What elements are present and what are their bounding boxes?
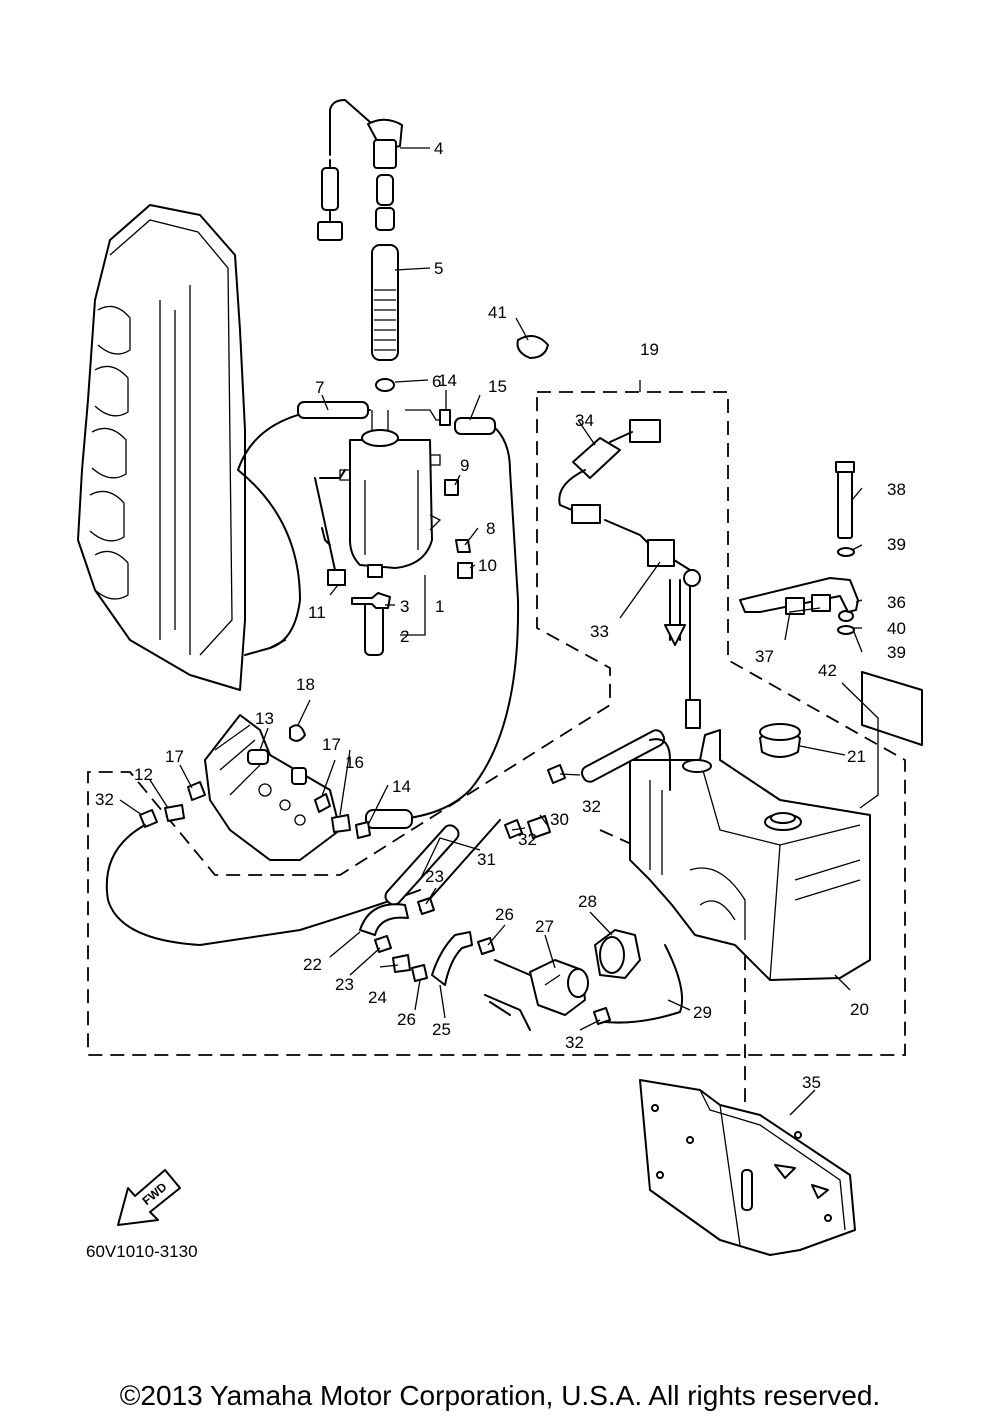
vapor-separator	[339, 410, 442, 578]
callout-29: 29	[693, 1003, 712, 1022]
copyright-notice: ©2013 Yamaha Motor Corporation, U.S.A. A…	[119, 1380, 881, 1411]
callout-35: 35	[802, 1073, 821, 1092]
bolt-9	[444, 479, 459, 496]
callout-24: 24	[368, 988, 387, 1007]
callout-19: 19	[640, 340, 659, 359]
callout-36: 36	[887, 593, 906, 612]
clamp-32-bottom	[593, 1007, 611, 1025]
assembly-boundary-19	[87, 391, 906, 1056]
callout-23-top: 23	[425, 867, 444, 886]
callout-39-top: 39	[887, 535, 906, 554]
callout-2: 2	[400, 627, 409, 646]
callout-16: 16	[345, 753, 364, 772]
bolt-3	[351, 592, 391, 609]
callout-25: 25	[432, 1020, 451, 1039]
callout-26-lower: 26	[397, 1010, 416, 1029]
callout-37: 37	[755, 647, 774, 666]
callout-39-lower: 39	[887, 643, 906, 662]
tank-bracket-35	[639, 1079, 856, 1256]
callout-7: 7	[315, 378, 324, 397]
clamp-41	[516, 335, 549, 359]
hose-31	[419, 819, 501, 911]
callout-3: 3	[400, 597, 409, 616]
tank-bracket	[739, 461, 859, 635]
hose-22	[359, 903, 409, 936]
callout-6: 6	[432, 372, 441, 391]
callout-32-bottom: 32	[565, 1033, 584, 1052]
air-silencer	[77, 204, 286, 691]
callout-22: 22	[303, 955, 322, 974]
callout-13: 13	[255, 709, 274, 728]
callout-28: 28	[578, 892, 597, 911]
callout-17-right: 17	[322, 735, 341, 754]
callout-11: 11	[308, 603, 326, 622]
callout-17-left: 17	[165, 747, 184, 766]
callout-23-lower: 23	[335, 975, 354, 994]
clamp-23-top	[417, 897, 435, 915]
callout-8: 8	[486, 519, 495, 538]
forward-direction-arrow: FWD	[117, 1169, 181, 1226]
callout-27: 27	[535, 917, 554, 936]
fuel-sender-unit	[558, 419, 701, 729]
clamp-14-lower	[355, 821, 371, 839]
diagram-code: 60V1010-3130	[86, 1242, 198, 1261]
callout-15: 15	[488, 377, 507, 396]
callout-40: 40	[887, 619, 906, 638]
callout-41: 41	[488, 303, 507, 322]
decal-42	[861, 671, 923, 746]
bolt-10	[457, 562, 473, 579]
callout-42: 42	[818, 661, 837, 680]
clip-18	[289, 724, 306, 742]
callout-38: 38	[887, 480, 906, 499]
callout-33: 33	[590, 622, 609, 641]
callout-9: 9	[460, 456, 469, 475]
callout-1: 1	[435, 597, 444, 616]
joint-16	[331, 814, 351, 833]
callout-20: 20	[850, 1000, 869, 1019]
callout-32-top: 32	[582, 797, 601, 816]
intake-manifold	[204, 714, 341, 861]
callout-18: 18	[296, 675, 315, 694]
grommet-11	[327, 569, 346, 586]
callout-10: 10	[478, 556, 497, 575]
callout-14-lower: 14	[392, 777, 411, 796]
callout-32-mid: 32	[518, 830, 537, 849]
leader-lines	[119, 147, 879, 1116]
callout-4: 4	[434, 139, 443, 158]
callout-5: 5	[434, 259, 443, 278]
callout-26-top: 26	[495, 905, 514, 924]
callout-21: 21	[847, 747, 866, 766]
callout-14-top: 14	[438, 371, 457, 390]
hose-29	[604, 944, 684, 1024]
hose-25	[431, 931, 473, 986]
callout-31: 31	[477, 850, 496, 869]
fuel-tank	[629, 729, 871, 981]
clamp-23-lower	[374, 935, 392, 953]
callout-32-left: 32	[95, 790, 114, 809]
fuel-filter-assembly	[317, 99, 403, 392]
callout-34: 34	[575, 411, 594, 430]
clamp-17-left	[187, 781, 206, 801]
fuel-pump	[484, 959, 589, 1031]
callout-labels: 1 2 3 4 5 6 7 8 9 10 11 12 13 14 14 15 1…	[95, 139, 906, 1092]
clamp-32-left	[139, 809, 158, 828]
clamp-32-top	[547, 764, 566, 784]
joint-12	[164, 804, 185, 822]
fuel-hose-loop	[105, 824, 421, 946]
hose-15	[379, 424, 520, 821]
clamp-32-mid	[504, 819, 523, 839]
joint-24	[392, 954, 411, 973]
clamp-14-top	[439, 409, 451, 426]
clamp-26-lower	[411, 964, 428, 982]
callout-30: 30	[550, 810, 569, 829]
callout-12: 12	[134, 765, 153, 784]
